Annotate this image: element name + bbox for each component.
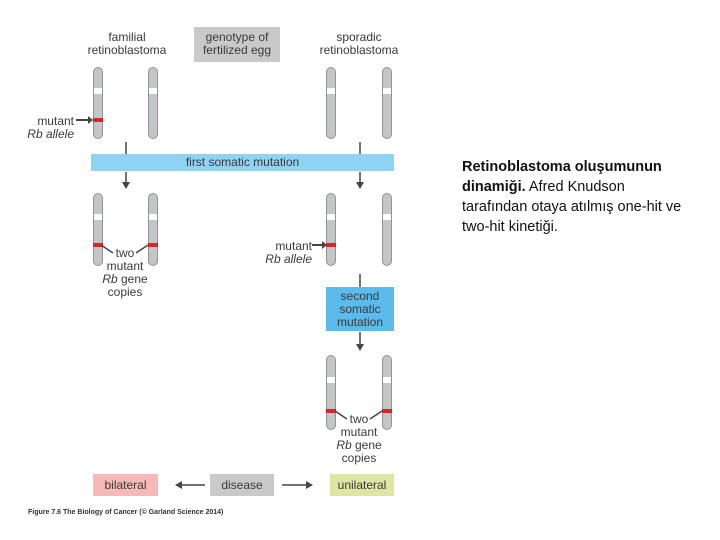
pointer-lines [100, 244, 149, 254]
second-mutation-box: second somatic mutation [326, 287, 394, 331]
down-arrow [122, 142, 130, 189]
connector-line [359, 274, 361, 288]
mutation-mark [148, 243, 158, 247]
mutant-allele-label-left: mutant Rb allele [27, 114, 74, 141]
mutant-allele-label-right: mutant Rb allele [265, 239, 312, 266]
down-arrow [356, 332, 364, 351]
unilateral-box: unilateral [330, 474, 394, 496]
two-mutant-label-left: two mutant Rb gene copies [102, 246, 148, 299]
chromosome-sporadic-b [382, 355, 392, 430]
centromere [93, 88, 103, 94]
caption-text: Retinoblastoma oluşumunun dinamiği. Afre… [462, 157, 690, 237]
mutation-mark [93, 243, 103, 247]
chromosome-sporadic-a [326, 193, 336, 266]
chromosome-familial-b [148, 67, 158, 139]
mutation-mark [326, 409, 336, 413]
mutation-mark [326, 243, 336, 247]
left-arrow [175, 481, 205, 489]
centromere [148, 214, 158, 220]
caption-bold: Retinoblastoma oluşumunun dinamiği. [462, 159, 662, 195]
sporadic-label: sporadic retinoblastoma [319, 30, 399, 57]
chromosome-sporadic-b [382, 193, 392, 266]
centromere [382, 377, 392, 383]
centromere [382, 88, 392, 94]
chromosome-familial-a [93, 193, 103, 266]
pointer-arrow [312, 241, 327, 249]
right-arrow [282, 481, 313, 489]
centromere [148, 88, 158, 94]
disease-box: disease [210, 474, 274, 496]
centromere [93, 214, 103, 220]
genotype-box: genotype of fertilized egg [194, 27, 280, 62]
chromosome-familial-a [93, 67, 103, 139]
chromosome-sporadic-a [326, 355, 336, 430]
centromere [326, 88, 336, 94]
centromere [326, 377, 336, 383]
chromosome-sporadic-b [382, 67, 392, 139]
centromere [382, 214, 392, 220]
down-arrow [356, 142, 364, 189]
bilateral-box: bilateral [93, 474, 158, 496]
mutation-mark [382, 409, 392, 413]
pointer-arrow [76, 116, 93, 124]
pointer-lines [334, 410, 383, 420]
figure-credit: Figure 7.6 The Biology of Cancer (© Garl… [28, 509, 224, 516]
chromosome-sporadic-a [326, 67, 336, 139]
first-mutation-bar: first somatic mutation [91, 154, 394, 171]
two-mutant-label-right: two mutant Rb gene copies [336, 412, 382, 465]
familial-label: familial retinoblastoma [87, 30, 167, 57]
caption-rest: Afred Knudson tarafından otaya atılmış o… [462, 179, 682, 235]
centromere [326, 214, 336, 220]
chromosome-familial-b [148, 193, 158, 266]
mutation-mark [93, 118, 103, 122]
